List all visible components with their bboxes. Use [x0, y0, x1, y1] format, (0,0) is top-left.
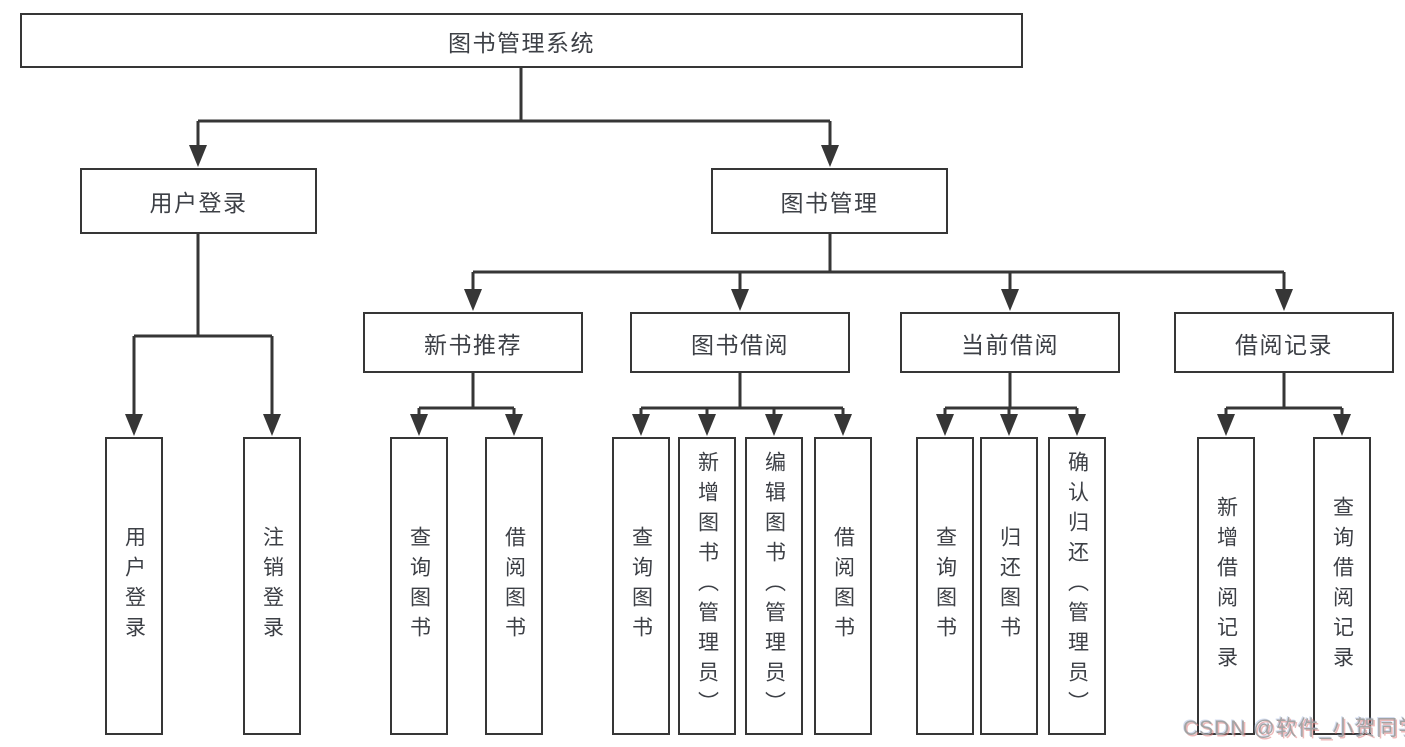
leaf-borrow-books-recommend: 借阅图书 — [485, 437, 543, 735]
leaf-add-borrow-record: 新增借阅记录 — [1197, 437, 1255, 735]
node-borrow-records: 借阅记录 — [1174, 312, 1394, 373]
leaf-return-books: 归还图书 — [980, 437, 1038, 735]
leaf-query-books-recommend: 查询图书 — [390, 437, 448, 735]
connector-book-management-group — [464, 233, 1293, 311]
connector-book-borrow-group — [632, 373, 852, 436]
node-new-book-recommend: 新书推荐 — [363, 312, 583, 373]
connector-new-book-group — [410, 373, 523, 436]
connector-user-login-group — [125, 233, 281, 436]
csdn-watermark: CSDN @软件_小贺同学 — [1183, 717, 1405, 740]
node-library-system: 图书管理系统 — [20, 13, 1023, 68]
leaf-confirm-return-admin: 确认归还（管理员） — [1048, 437, 1106, 735]
node-book-management: 图书管理 — [711, 168, 948, 234]
leaf-user-login: 用户登录 — [105, 437, 163, 735]
connector-borrow-records-group — [1217, 373, 1351, 436]
connector-root-to-level2 — [189, 68, 839, 167]
node-current-borrow: 当前借阅 — [900, 312, 1120, 373]
leaf-logout: 注销登录 — [243, 437, 301, 735]
leaf-edit-books-admin: 编辑图书（管理员） — [745, 437, 803, 735]
leaf-add-books-admin: 新增图书（管理员） — [678, 437, 736, 735]
leaf-query-books-borrow: 查询图书 — [612, 437, 670, 735]
leaf-query-borrow-record: 查询借阅记录 — [1313, 437, 1371, 735]
node-book-borrow: 图书借阅 — [630, 312, 850, 373]
leaf-borrow-books: 借阅图书 — [814, 437, 872, 735]
node-user-login: 用户登录 — [80, 168, 317, 234]
connector-current-borrow-group — [936, 373, 1086, 436]
leaf-query-books-current: 查询图书 — [916, 437, 974, 735]
